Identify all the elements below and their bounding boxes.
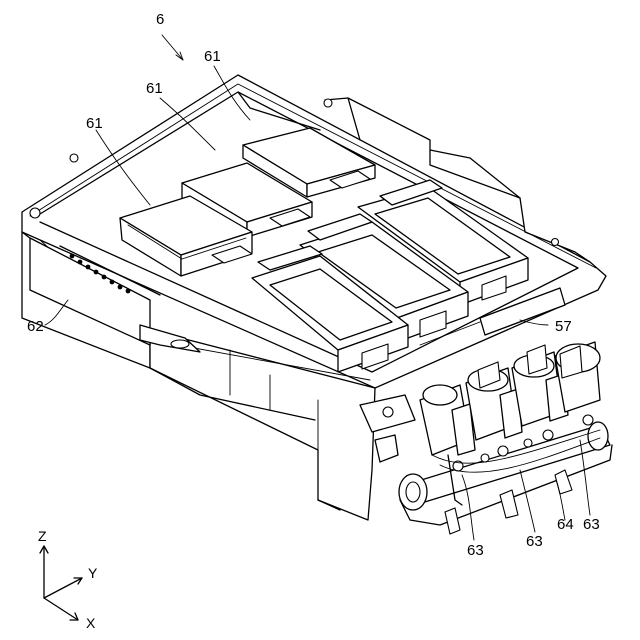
axis-x-label: X <box>86 615 96 631</box>
coordinate-axes: Z Y X <box>38 528 98 631</box>
axis-z-label: Z <box>38 528 47 544</box>
axis-y-label: Y <box>88 565 98 581</box>
label-terminal-3: 63 <box>583 516 600 533</box>
label-module-2: 61 <box>146 80 163 97</box>
label-busbar: 64 <box>557 516 574 533</box>
label-module-3: 61 <box>86 115 103 132</box>
label-module-1: 61 <box>204 48 221 65</box>
label-terminal-1: 63 <box>467 542 484 559</box>
label-frame: 62 <box>27 318 44 335</box>
label-side-bracket: 57 <box>555 318 572 335</box>
label-assembly: 6 <box>156 11 164 28</box>
label-terminal-2: 63 <box>526 533 543 550</box>
